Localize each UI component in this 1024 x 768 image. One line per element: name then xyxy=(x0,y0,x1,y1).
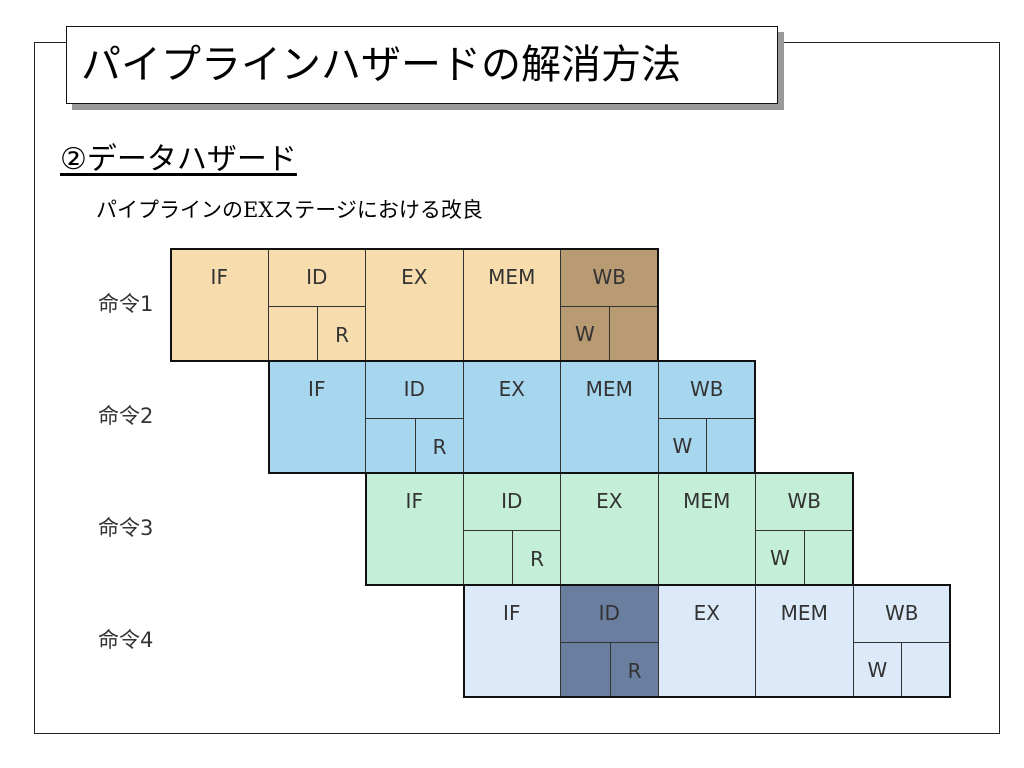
stage-ex: EX xyxy=(560,472,658,585)
stage-id: ID R xyxy=(462,472,561,586)
sub-stage-r: R xyxy=(609,641,659,698)
stage-label: WB xyxy=(690,377,724,401)
stage-wb: WB W xyxy=(560,248,659,362)
stage-label: EX xyxy=(693,601,720,625)
stage-id: ID R xyxy=(267,248,366,362)
stage-divider xyxy=(853,641,951,643)
sub-stage-r: R xyxy=(317,305,366,362)
sub-stage-label: W xyxy=(769,545,790,570)
stage-label: IF xyxy=(210,265,228,289)
instruction-label: 命令4 xyxy=(98,628,154,652)
stage-wb: WB W xyxy=(657,360,756,474)
stage-mem: MEM xyxy=(755,584,853,697)
stage-if: IF xyxy=(267,360,365,473)
stage-id: ID R xyxy=(560,584,659,698)
stage-if: IF xyxy=(170,248,268,361)
stage-divider xyxy=(561,305,659,307)
sub-stage-w: W xyxy=(756,529,805,586)
stage-wb: WB W xyxy=(755,472,854,586)
stage-label: ID xyxy=(598,601,620,625)
stage-divider xyxy=(658,417,756,419)
stage-label: EX xyxy=(596,489,623,513)
stage-label: WB xyxy=(885,601,919,625)
sub-stage-label: R xyxy=(530,546,545,571)
instruction-label: 命令1 xyxy=(98,292,154,316)
instruction-label: 命令2 xyxy=(98,404,154,428)
stage-mem: MEM xyxy=(462,248,560,361)
stage-ex: EX xyxy=(657,584,755,697)
stage-ex: EX xyxy=(365,248,463,361)
sub-stage-label: W xyxy=(574,321,595,346)
description-text: パイプラインのEXステージにおける改良 xyxy=(96,198,483,222)
stage-label: IF xyxy=(405,489,423,513)
stage-label: MEM xyxy=(585,377,633,401)
sub-stage-r: R xyxy=(414,417,464,474)
stage-mem: MEM xyxy=(560,360,658,473)
stage-label: MEM xyxy=(683,489,731,513)
stage-if: IF xyxy=(365,472,463,585)
stage-label: WB xyxy=(787,489,822,513)
stage-label: IF xyxy=(503,601,521,625)
sub-stage-w: W xyxy=(561,305,610,362)
instruction-label: 命令3 xyxy=(98,516,154,540)
sub-stage-label: W xyxy=(867,657,888,682)
sub-stage-label: R xyxy=(432,434,447,459)
stage-label: WB xyxy=(592,265,627,289)
stage-id: ID R xyxy=(365,360,464,474)
sub-stage-label: W xyxy=(672,433,693,458)
section-subtitle: ②データハザード xyxy=(60,142,297,177)
sub-stage-label: R xyxy=(627,658,642,683)
stage-wb: WB W xyxy=(852,584,951,698)
stage-divider xyxy=(756,529,854,531)
sub-stage-label: R xyxy=(335,322,350,347)
stage-label: EX xyxy=(498,377,525,401)
stage-label: ID xyxy=(501,489,523,513)
slide-title: パイプラインハザードの解消方法 xyxy=(66,26,778,104)
stage-ex: EX xyxy=(462,360,560,473)
stage-label: MEM xyxy=(780,601,828,625)
sub-stage-r: R xyxy=(512,529,561,586)
sub-stage-w: W xyxy=(854,641,903,698)
stage-label: IF xyxy=(308,377,326,401)
stage-label: MEM xyxy=(488,265,536,289)
stage-label: ID xyxy=(403,377,425,401)
stage-mem: MEM xyxy=(657,472,755,585)
stage-if: IF xyxy=(462,584,560,697)
stage-label: EX xyxy=(401,265,428,289)
sub-stage-w: W xyxy=(659,417,708,474)
stage-label: ID xyxy=(306,265,328,289)
